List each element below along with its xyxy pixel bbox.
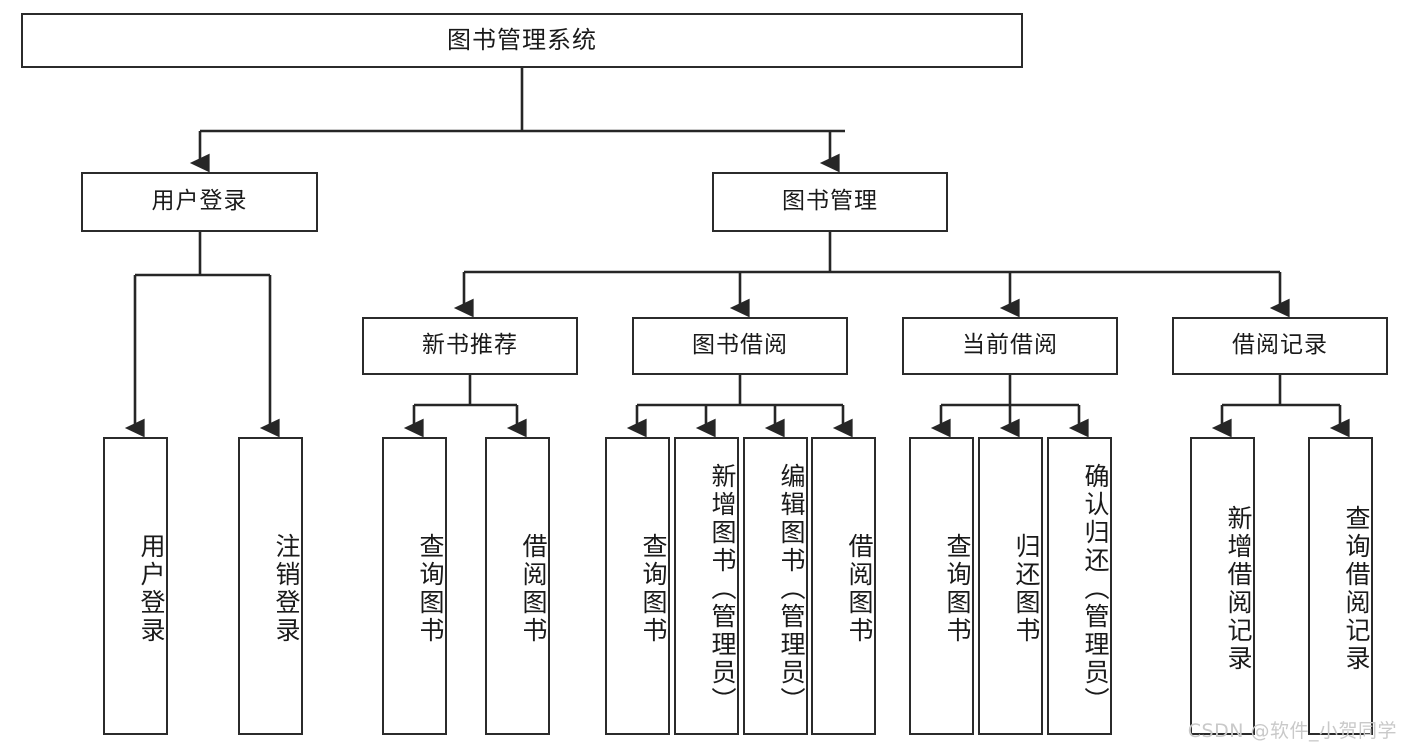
leaf-record-query-record[interactable]: 查询借阅记录 xyxy=(1308,437,1373,735)
leaf-record-add-record[interactable]: 新增借阅记录 xyxy=(1190,437,1255,735)
node-new-book-recommend[interactable]: 新书推荐 xyxy=(362,317,578,375)
node-label: 查询图书 xyxy=(416,533,445,645)
leaf-borrow-add-book-admin[interactable]: 新增图书（管理员） xyxy=(674,437,739,735)
node-book-borrow[interactable]: 图书借阅 xyxy=(632,317,848,375)
node-label: 归还图书 xyxy=(1012,533,1041,645)
node-label: 查询借阅记录 xyxy=(1342,505,1371,673)
node-label: 新书推荐 xyxy=(422,332,518,359)
node-label: 借阅图书 xyxy=(519,533,548,645)
node-label: 查询图书 xyxy=(639,533,668,645)
node-label: 新增借阅记录 xyxy=(1224,505,1253,673)
leaf-user-logout[interactable]: 注销登录 xyxy=(238,437,303,735)
node-label: 借阅图书 xyxy=(845,533,874,645)
leaf-current-query-book[interactable]: 查询图书 xyxy=(909,437,974,735)
node-label: 图书借阅 xyxy=(692,332,788,359)
leaf-borrow-edit-book-admin[interactable]: 编辑图书（管理员） xyxy=(743,437,808,735)
node-label: 用户登录 xyxy=(151,188,248,215)
node-label: 注销登录 xyxy=(272,533,301,645)
node-label: 当前借阅 xyxy=(962,332,1058,359)
leaf-newbook-query-book[interactable]: 查询图书 xyxy=(382,437,447,735)
node-label: 图书管理系统 xyxy=(447,26,597,55)
node-label: 借阅记录 xyxy=(1232,332,1328,359)
leaf-current-confirm-return-admin[interactable]: 确认归还（管理员） xyxy=(1047,437,1112,735)
node-label: 用户登录 xyxy=(137,533,166,645)
leaf-user-login[interactable]: 用户登录 xyxy=(103,437,168,735)
csdn-watermark: CSDN @软件_小贺同学 xyxy=(1187,720,1397,742)
leaf-borrow-query-book[interactable]: 查询图书 xyxy=(605,437,670,735)
node-label: 编辑图书（管理员） xyxy=(777,463,806,715)
node-book-management[interactable]: 图书管理 xyxy=(712,172,948,232)
leaf-newbook-borrow-book[interactable]: 借阅图书 xyxy=(485,437,550,735)
node-label: 确认归还（管理员） xyxy=(1081,463,1110,715)
leaf-current-return-book[interactable]: 归还图书 xyxy=(978,437,1043,735)
node-root-system[interactable]: 图书管理系统 xyxy=(21,13,1023,68)
leaf-borrow-borrow-book[interactable]: 借阅图书 xyxy=(811,437,876,735)
node-current-borrow[interactable]: 当前借阅 xyxy=(902,317,1118,375)
node-borrow-record[interactable]: 借阅记录 xyxy=(1172,317,1388,375)
node-user-login[interactable]: 用户登录 xyxy=(81,172,318,232)
node-label: 查询图书 xyxy=(943,533,972,645)
node-label: 新增图书（管理员） xyxy=(708,463,737,715)
node-label: 图书管理 xyxy=(782,188,878,215)
